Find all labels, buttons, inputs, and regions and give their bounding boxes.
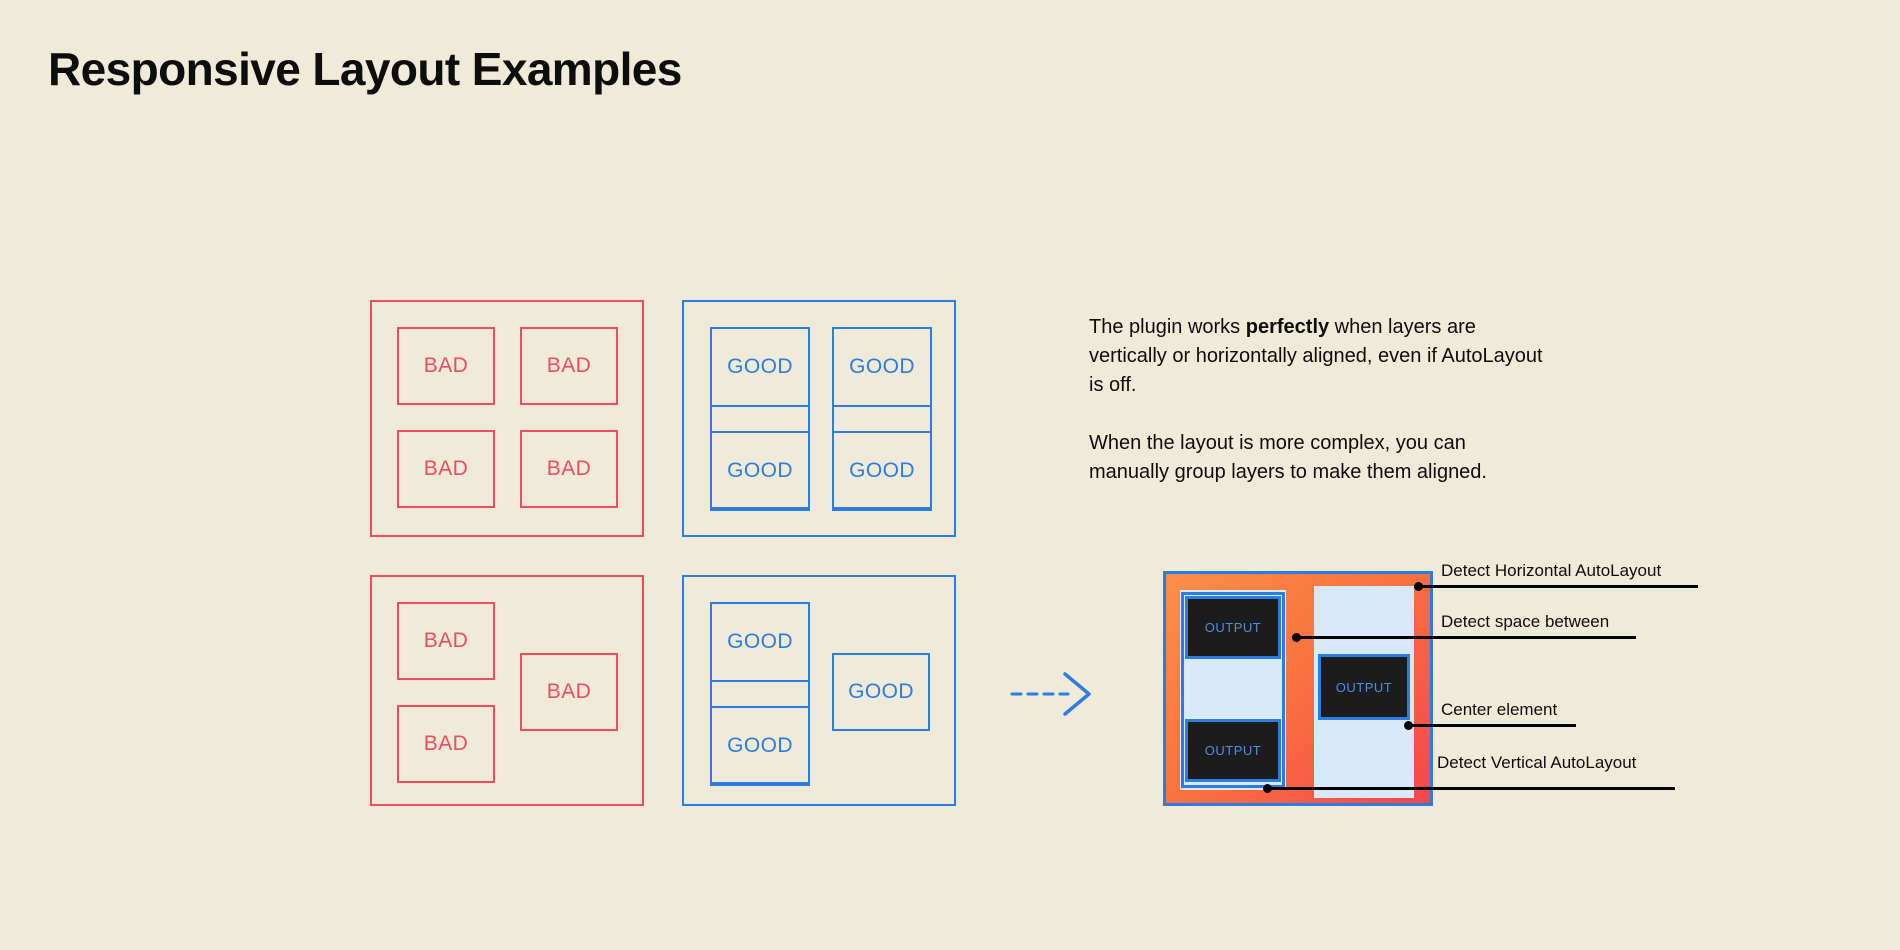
annotation-line — [1267, 787, 1675, 790]
description-paragraph-1: The plugin works perfectly when layers a… — [1089, 313, 1544, 400]
annotation-label: Detect space between — [1441, 612, 1610, 631]
cell-bad: BAD — [520, 327, 618, 405]
output-group-vertical — [1181, 592, 1285, 788]
flow-arrow-icon — [1010, 672, 1091, 716]
output-box: OUTPUT — [1185, 596, 1281, 659]
cell-bad: BAD — [520, 430, 618, 508]
panel-good-grid-aligned: GOOD GOOD GOOD GOOD — [682, 300, 956, 537]
panel-bad-grid-complex: BAD BAD BAD — [370, 575, 644, 806]
cell-bad: BAD — [520, 653, 618, 731]
cell-bad: BAD — [397, 430, 495, 508]
cell-good: GOOD — [832, 431, 932, 511]
description-text-1a: The plugin works — [1089, 316, 1246, 338]
page-title: Responsive Layout Examples — [48, 43, 682, 95]
cell-good: GOOD — [710, 327, 810, 407]
output-diagram: OUTPUT OUTPUT OUTPUT — [1163, 571, 1433, 806]
cell-good: GOOD — [832, 327, 932, 407]
cell-label: GOOD — [849, 459, 915, 482]
panel-bad-grid-aligned: BAD BAD BAD BAD — [370, 300, 644, 537]
description-text-bold: perfectly — [1245, 316, 1330, 338]
cell-label: BAD — [546, 457, 592, 480]
annotation-label: Center element — [1441, 700, 1558, 719]
cell-label: GOOD — [727, 355, 793, 378]
cell-good: GOOD — [832, 653, 930, 731]
cell-label: GOOD — [849, 355, 915, 378]
group-vertical-left: GOOD GOOD — [710, 602, 810, 786]
cell-label: GOOD — [848, 680, 914, 703]
description-text-1b: when layers are vertically or horizontal… — [1089, 316, 1543, 396]
annotation-line — [1418, 585, 1698, 588]
annotation-line — [1408, 724, 1576, 727]
cell-bad: BAD — [397, 327, 495, 405]
cell-label: BAD — [423, 457, 469, 480]
cell-label: GOOD — [727, 630, 793, 653]
annotation-line — [1296, 636, 1636, 639]
description-block: The plugin works perfectly when layers a… — [1089, 313, 1544, 487]
annotation-label: Detect Horizontal AutoLayout — [1441, 561, 1662, 580]
cell-label: GOOD — [727, 459, 793, 482]
cell-bad: BAD — [397, 602, 495, 680]
output-box-label: OUTPUT — [1335, 679, 1393, 695]
cell-bad: BAD — [397, 705, 495, 783]
annotation-label: Detect Vertical AutoLayout — [1437, 753, 1637, 772]
description-paragraph-2: When the layout is more complex, you can… — [1089, 432, 1487, 483]
output-box-label: OUTPUT — [1204, 743, 1262, 758]
cell-good: GOOD — [710, 706, 810, 786]
panel-good-grid-complex: GOOD GOOD GOOD — [682, 575, 956, 806]
cell-label: BAD — [546, 680, 592, 703]
cell-label: BAD — [423, 732, 469, 755]
group-vertical-right: GOOD GOOD — [832, 327, 932, 511]
cell-label: GOOD — [727, 734, 793, 757]
output-box-label: OUTPUT — [1204, 620, 1262, 635]
output-box: OUTPUT — [1318, 654, 1410, 720]
cell-good: GOOD — [710, 431, 810, 511]
cell-label: BAD — [423, 354, 469, 377]
output-box: OUTPUT — [1185, 719, 1281, 782]
cell-label: BAD — [423, 629, 469, 652]
group-vertical-left: GOOD GOOD — [710, 327, 810, 511]
cell-good: GOOD — [710, 602, 810, 682]
cell-label: BAD — [546, 354, 592, 377]
